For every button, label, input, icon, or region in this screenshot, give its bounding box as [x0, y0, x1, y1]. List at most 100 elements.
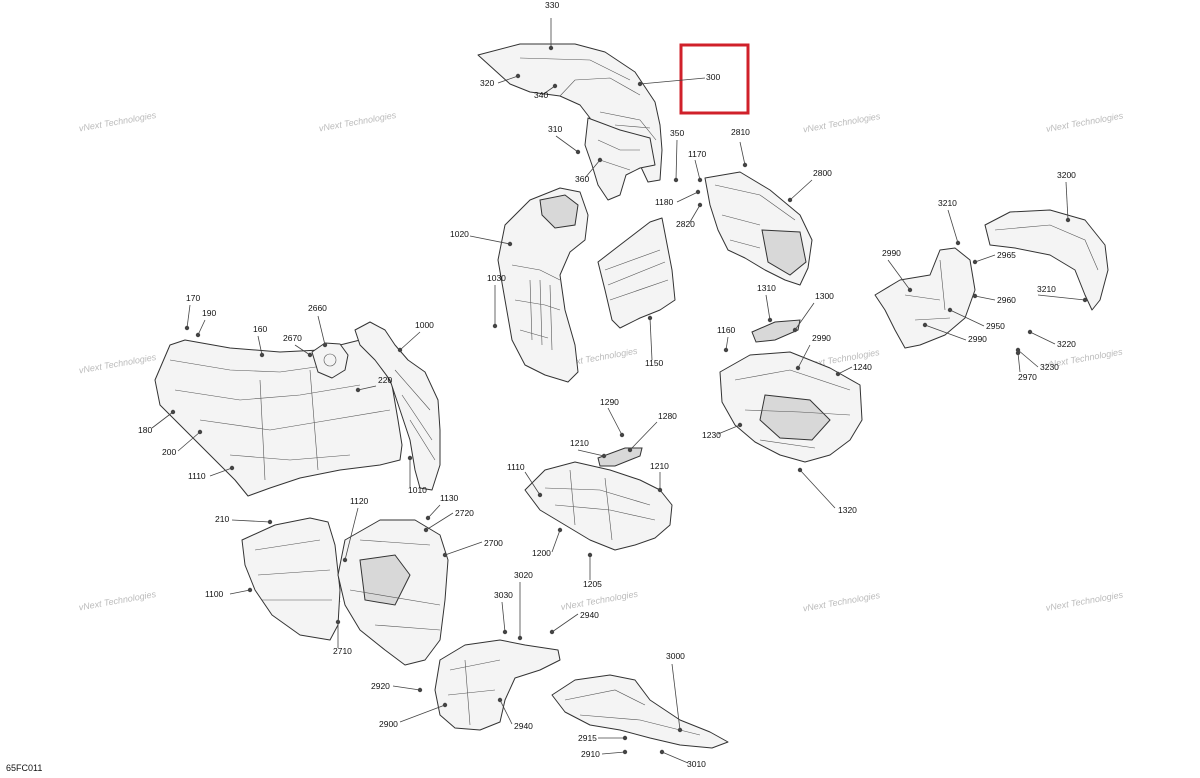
part-number-label: 3030	[494, 590, 513, 600]
fastener-icon	[170, 409, 176, 415]
leader-line	[694, 159, 701, 181]
fastener-icon	[797, 467, 803, 473]
part-number-label: 2660	[308, 303, 327, 313]
part-number-label: 1130	[440, 493, 459, 503]
fastener-icon	[723, 347, 729, 353]
leader-line	[551, 529, 561, 553]
fastener-icon	[515, 73, 521, 79]
fastener-icon	[322, 342, 328, 348]
part-number-label: 2970	[1018, 372, 1037, 382]
fastener-icon	[1082, 297, 1088, 303]
leader-line	[524, 471, 541, 496]
fastener-icon	[423, 527, 429, 533]
leader-line	[974, 254, 996, 263]
highlight-box	[679, 43, 750, 115]
part-1020-inner-console	[497, 187, 589, 383]
leader-line	[257, 335, 263, 356]
part-number-label: 1320	[838, 505, 857, 515]
fastener-icon	[659, 749, 665, 755]
part-number-label: 3210	[938, 198, 957, 208]
watermark: vNext Technologies	[802, 111, 881, 135]
leader-line	[799, 469, 836, 509]
leader-line	[949, 309, 985, 327]
leader-line	[689, 204, 701, 223]
leader-line	[974, 295, 996, 301]
diagram-reference: 65FC011	[6, 763, 42, 773]
leader-line	[607, 407, 623, 436]
part-number-label: 220	[378, 375, 392, 385]
part-1300-pad	[751, 319, 801, 343]
part-number-label: 330	[545, 0, 559, 10]
fastener-icon	[575, 149, 581, 155]
part-number-label: 1300	[815, 291, 834, 301]
part-number-label: 2915	[578, 733, 597, 743]
fastener-icon	[407, 455, 413, 461]
leader-line	[671, 663, 681, 731]
fastener-icon	[397, 347, 403, 353]
leader-line	[629, 421, 658, 451]
part-1230-tub	[719, 351, 863, 463]
part-number-label: 2990	[812, 333, 831, 343]
part-number-label: 3010	[687, 759, 706, 769]
part-number-label: 1210	[650, 461, 669, 471]
leader-line	[317, 315, 326, 346]
part-1150-side-panel	[597, 217, 676, 329]
leader-line	[197, 319, 206, 336]
fastener-icon	[907, 287, 913, 293]
part-number-label: 2900	[379, 719, 398, 729]
fastener-icon	[742, 162, 748, 168]
fastener-icon	[677, 727, 683, 733]
leader-line	[924, 324, 967, 341]
part-number-label: 1200	[532, 548, 551, 558]
fastener-icon	[1027, 329, 1033, 335]
fastener-icon	[267, 519, 273, 525]
watermark: vNext Technologies	[1045, 589, 1124, 613]
part-number-label: 1150	[645, 358, 664, 368]
watermark: vNext Technologies	[78, 589, 157, 613]
leader-line	[797, 344, 811, 369]
leader-line	[765, 294, 771, 321]
fastener-icon	[197, 429, 203, 435]
fastener-icon	[657, 487, 663, 493]
part-number-label: 2990	[882, 248, 901, 258]
part-number-label: 1205	[583, 579, 602, 589]
fastener-icon	[517, 635, 523, 641]
leader-line	[794, 302, 815, 331]
part-number-label: 3200	[1057, 170, 1076, 180]
part-2800-right-panel	[704, 171, 813, 286]
fastener-icon	[548, 45, 554, 51]
part-number-label: 3020	[514, 570, 533, 580]
fastener-icon	[947, 307, 953, 313]
watermark: vNext Technologies	[318, 110, 397, 134]
part-number-label: 310	[548, 124, 562, 134]
part-2700-lower-center-panel	[337, 519, 449, 666]
leader-line	[186, 304, 191, 329]
leader-line	[661, 751, 689, 764]
watermark: vNext Technologies	[802, 590, 881, 614]
part-number-label: 1010	[408, 485, 427, 495]
part-number-label: 350	[670, 128, 684, 138]
part-number-label: 2720	[455, 508, 474, 518]
leader-line	[584, 159, 601, 179]
part-number-label: 2940	[514, 721, 533, 731]
fastener-icon	[342, 557, 348, 563]
leader-line	[499, 699, 513, 725]
part-number-label: 2960	[997, 295, 1016, 305]
part-1000-side-strip	[354, 321, 441, 491]
part-number-label: 200	[162, 447, 176, 457]
fastener-icon	[697, 202, 703, 208]
watermark: vNext Technologies	[1045, 110, 1124, 134]
fastener-icon	[619, 432, 625, 438]
part-number-label: 1170	[688, 149, 707, 159]
fastener-icon	[697, 177, 703, 183]
fastener-icon	[507, 241, 513, 247]
fastener-icon	[557, 527, 563, 533]
leader-line	[294, 344, 311, 356]
leader-line	[717, 424, 741, 435]
part-number-label: 1180	[655, 197, 674, 207]
fastener-icon	[835, 371, 841, 377]
fastener-icon	[537, 492, 543, 498]
part-number-label: 2710	[333, 646, 352, 656]
part-300-dash-cover	[477, 43, 663, 201]
